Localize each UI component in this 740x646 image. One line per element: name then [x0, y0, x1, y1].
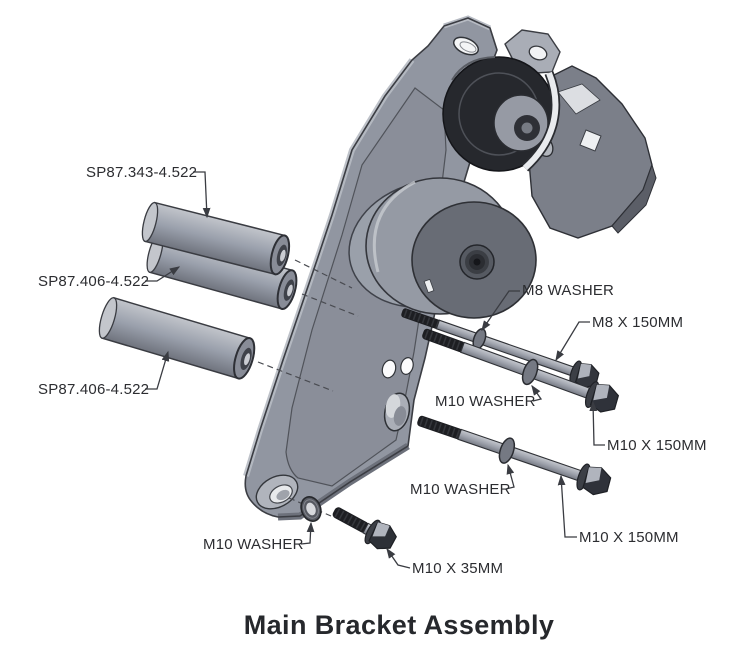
bottom-boss	[255, 474, 299, 510]
tensioner-cap	[459, 244, 495, 280]
leader-m10-washer-mid	[531, 384, 543, 402]
leader-m10-bolt-short	[386, 547, 411, 569]
belt-tensioner	[348, 56, 657, 319]
callout-spacer-406-upper: SP87.406-4.522	[38, 273, 150, 290]
leader-m10-washer-lower	[505, 463, 515, 490]
bolt-m10x150-lower	[417, 415, 612, 496]
leader-m8-bolt	[555, 321, 590, 362]
spacer-sp87-343	[141, 201, 291, 276]
washer-m10-bottom	[300, 496, 322, 522]
callout-m8-washer: M8 WASHER	[522, 282, 615, 299]
callout-m10-bolt-upper: M10 X 150MM	[607, 437, 707, 454]
small-hole-right	[400, 357, 414, 375]
callout-m10-washer-mid: M10 WASHER	[435, 393, 536, 410]
leader-m10-washer-bottom	[300, 521, 315, 545]
washer-m10-on-bolt-upper	[521, 358, 539, 386]
top-slot-hole	[452, 36, 480, 56]
tensioner-spring-band	[522, 71, 559, 171]
leader-spacer-343	[193, 171, 211, 219]
bolt-m10x35	[332, 507, 397, 550]
bolt-m10x150-upper	[422, 328, 620, 413]
washer-m10-on-bolt-lower	[498, 437, 516, 464]
leader-m10-bolt-upper	[589, 400, 605, 446]
callout-spacer-406-lower: SP87.406-4.522	[38, 381, 150, 398]
arm-hex-pocket	[579, 129, 602, 152]
ear-hole	[528, 45, 548, 61]
idler-pulley	[442, 56, 556, 172]
leader-m10-bolt-lower	[557, 474, 577, 538]
callout-m10-washer-bottom: M10 WASHER	[203, 536, 304, 553]
callout-m10-bolt-short: M10 X 35MM	[412, 560, 504, 577]
callout-m10-bolt-lower: M10 X 150MM	[579, 529, 679, 546]
leader-spacer-406-upper	[145, 266, 181, 282]
callout-m8-bolt: M8 X 150MM	[592, 314, 684, 331]
leader-lines	[145, 171, 605, 569]
figure-title: Main Bracket Assembly	[243, 610, 555, 640]
small-hole-left	[381, 359, 397, 379]
leader-m8-washer	[481, 290, 520, 332]
leader-spacer-406-lower	[145, 350, 170, 390]
bolt-m8x150	[401, 308, 600, 389]
callout-m10-washer-lower: M10 WASHER	[410, 481, 511, 498]
spacer-sp87-406-lower	[98, 296, 256, 380]
large-oval-hole	[383, 392, 411, 432]
callout-spacer-343: SP87.343-4.522	[86, 164, 198, 181]
